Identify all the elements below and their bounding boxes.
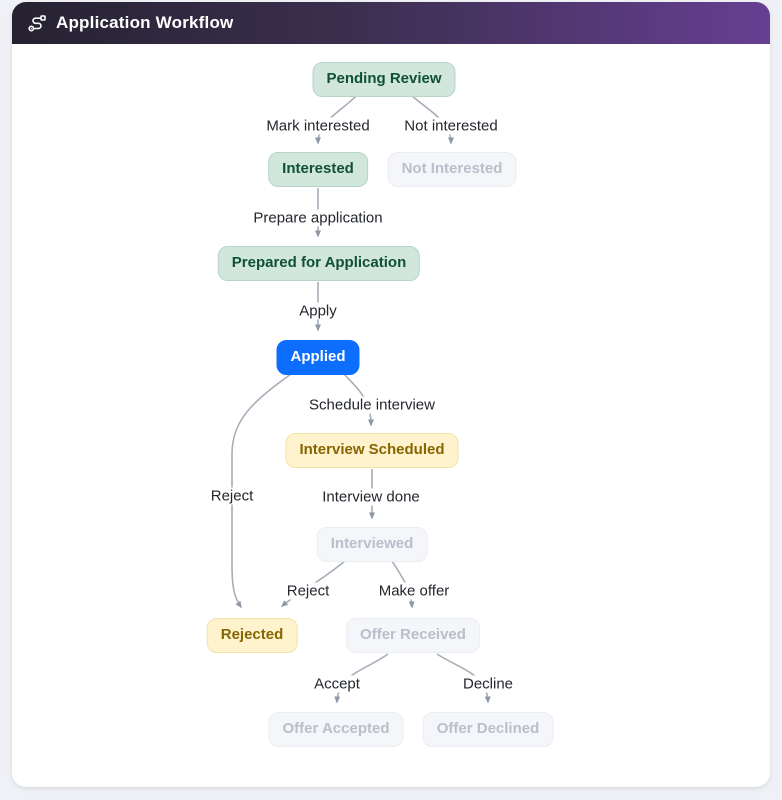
edge-label-not-interested: Not interested	[399, 117, 503, 135]
edge-label-schedule-interview: Schedule interview	[304, 396, 440, 414]
state-interview-scheduled: Interview Scheduled	[285, 433, 459, 468]
state-interviewed: Interviewed	[316, 527, 428, 562]
state-offer-accepted: Offer Accepted	[268, 712, 404, 747]
state-prepared-for-application: Prepared for Application	[217, 246, 421, 281]
edge-label-accept: Accept	[309, 675, 365, 693]
edge-label-reject-2: Reject	[281, 582, 335, 600]
edge-label-reject-1: Reject	[205, 487, 259, 505]
edge-label-make-offer: Make offer	[373, 582, 455, 600]
state-rejected: Rejected	[206, 618, 298, 653]
state-offer-received: Offer Received	[346, 618, 480, 653]
edge-offer-received-to-declined	[436, 653, 491, 704]
edge-label-decline: Decline	[457, 675, 519, 693]
state-interested: Interested	[268, 152, 368, 187]
edge-label-prepare-application: Prepare application	[248, 209, 388, 227]
edge-applied-to-rejected	[231, 373, 292, 609]
state-applied: Applied	[276, 340, 360, 375]
edge-label-mark-interested: Mark interested	[261, 117, 375, 135]
route-icon	[28, 15, 46, 32]
edge-label-apply: Apply	[294, 302, 342, 320]
edge-offer-received-to-accepted	[334, 653, 389, 704]
edge-pending-to-not-interested	[410, 94, 454, 145]
card-header: Application Workflow	[12, 2, 770, 44]
state-offer-declined: Offer Declined	[422, 712, 554, 747]
workflow-card: Application Workflow	[12, 2, 770, 787]
page-title: Application Workflow	[56, 13, 234, 32]
state-pending-review: Pending Review	[312, 62, 456, 97]
edge-label-interview-done: Interview done	[317, 488, 425, 506]
state-not-interested: Not Interested	[387, 152, 517, 187]
edge-applied-to-interview-scheduled	[343, 373, 374, 427]
edge-pending-to-interested	[315, 94, 358, 145]
